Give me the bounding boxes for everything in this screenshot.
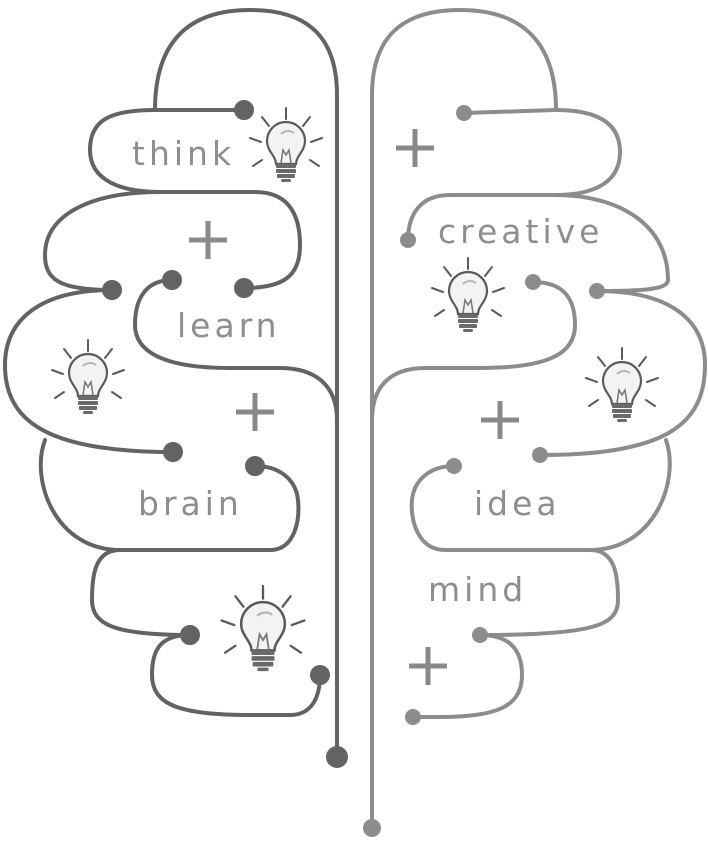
right-inner-loop (370, 280, 578, 422)
plus-icon (396, 129, 434, 167)
node-dot (162, 270, 182, 290)
word-idea: idea (474, 484, 561, 523)
node-dot (405, 709, 421, 725)
right-outer-middle (538, 289, 708, 457)
lightbulb-icon (220, 584, 306, 673)
right-hemisphere (363, 7, 708, 837)
node-dot (400, 232, 416, 248)
node-dot (310, 665, 330, 685)
left-lower-loop (89, 548, 322, 717)
node-dot (525, 274, 541, 290)
left-outer-middle (2, 288, 175, 454)
node-dot (245, 456, 265, 476)
node-dot (234, 100, 254, 120)
lightbulb-icon (248, 106, 324, 184)
learn-loop (132, 278, 339, 422)
word-creative: creative (438, 212, 603, 251)
words: think learn brain creative idea mind (132, 134, 603, 609)
left-outer-upper (42, 190, 162, 292)
plus-icon (481, 401, 519, 439)
plus-icon (236, 393, 274, 431)
stem-end-dot (326, 746, 348, 768)
plus-icon (189, 221, 227, 259)
lightbulb-icon (584, 346, 660, 424)
right-outer-upper (553, 193, 671, 293)
node-dot (472, 627, 488, 643)
left-stem (152, 7, 339, 759)
node-dot (589, 283, 605, 299)
node-dot (234, 278, 254, 298)
node-dot (163, 442, 183, 462)
word-brain: brain (138, 484, 243, 523)
word-learn: learn (177, 306, 281, 345)
node-dot (446, 458, 462, 474)
word-mind: mind (428, 570, 527, 609)
stem-end-dot (363, 819, 381, 837)
node-dot (180, 625, 200, 645)
right-stem (370, 7, 559, 830)
plus-signs (189, 129, 519, 685)
left-hemisphere (2, 7, 348, 768)
lightbulb-icon (50, 338, 126, 416)
node-dot (102, 280, 122, 300)
word-think: think (132, 134, 235, 173)
node-dot (456, 105, 472, 121)
plus-icon (409, 647, 447, 685)
right-top-loop (406, 108, 623, 242)
brain-loop (38, 438, 301, 552)
lightbulb-icon (430, 256, 506, 334)
idea-loop (409, 438, 672, 552)
node-dot (532, 447, 548, 463)
